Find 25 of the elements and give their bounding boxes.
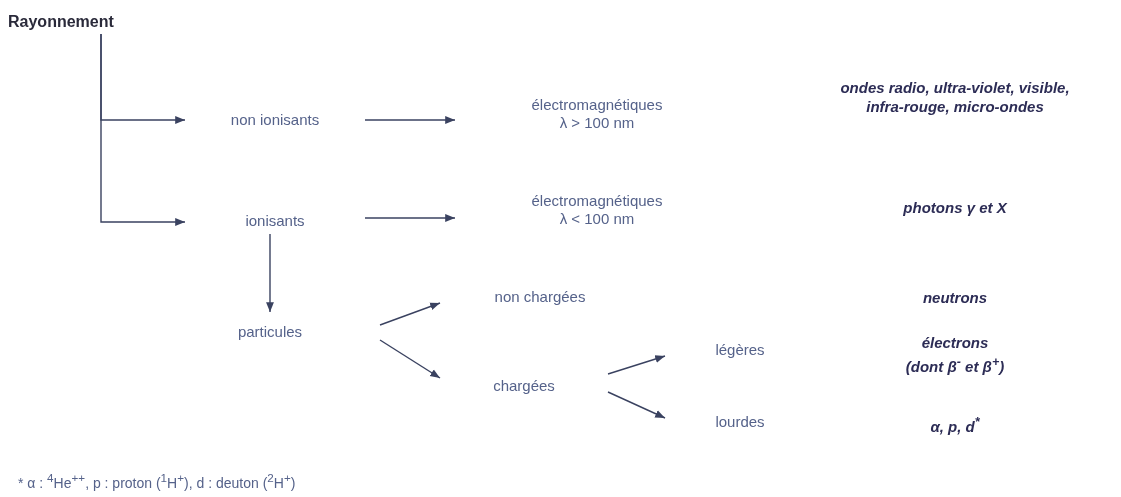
arrow [379, 302, 441, 326]
category-label: particules [237, 323, 303, 341]
example-text: neutrons [921, 288, 989, 307]
example-text: (dont β$^{-}$ et β$^{+}$) [904, 354, 1006, 376]
category-label: chargées [493, 377, 555, 395]
footnote: * α : $^{4}$He$^{++}$, p : proton ($^{1}$H$^{+}$), d : deuton ($^{2}$H$^{+}$) [18, 470, 297, 493]
arrow [364, 214, 456, 222]
category-label: non chargées [494, 288, 586, 306]
arrow [364, 116, 456, 124]
arrow [266, 233, 274, 313]
category-label: électromagnétiques λ < 100 nm [530, 192, 664, 228]
example-text: α, p, d$^{*}$ [929, 414, 981, 436]
category-label: non ionisants [230, 111, 320, 129]
example-text: ondes radio, ultra-violet, visible, infra-rouge, micro-ondes [840, 78, 1070, 116]
category-label: lourdes [715, 413, 765, 431]
arrow [379, 339, 441, 379]
category-label: légères [715, 341, 765, 359]
category-label: électromagnétiques λ > 100 nm [530, 96, 664, 132]
example-text: photons γ et X [902, 198, 1008, 217]
category-label: ionisants [245, 212, 305, 230]
arrow [100, 33, 186, 226]
arrow [607, 355, 666, 375]
arrow [607, 391, 666, 419]
root-label: Rayonnement [8, 13, 114, 31]
example-text: électrons [920, 333, 990, 352]
